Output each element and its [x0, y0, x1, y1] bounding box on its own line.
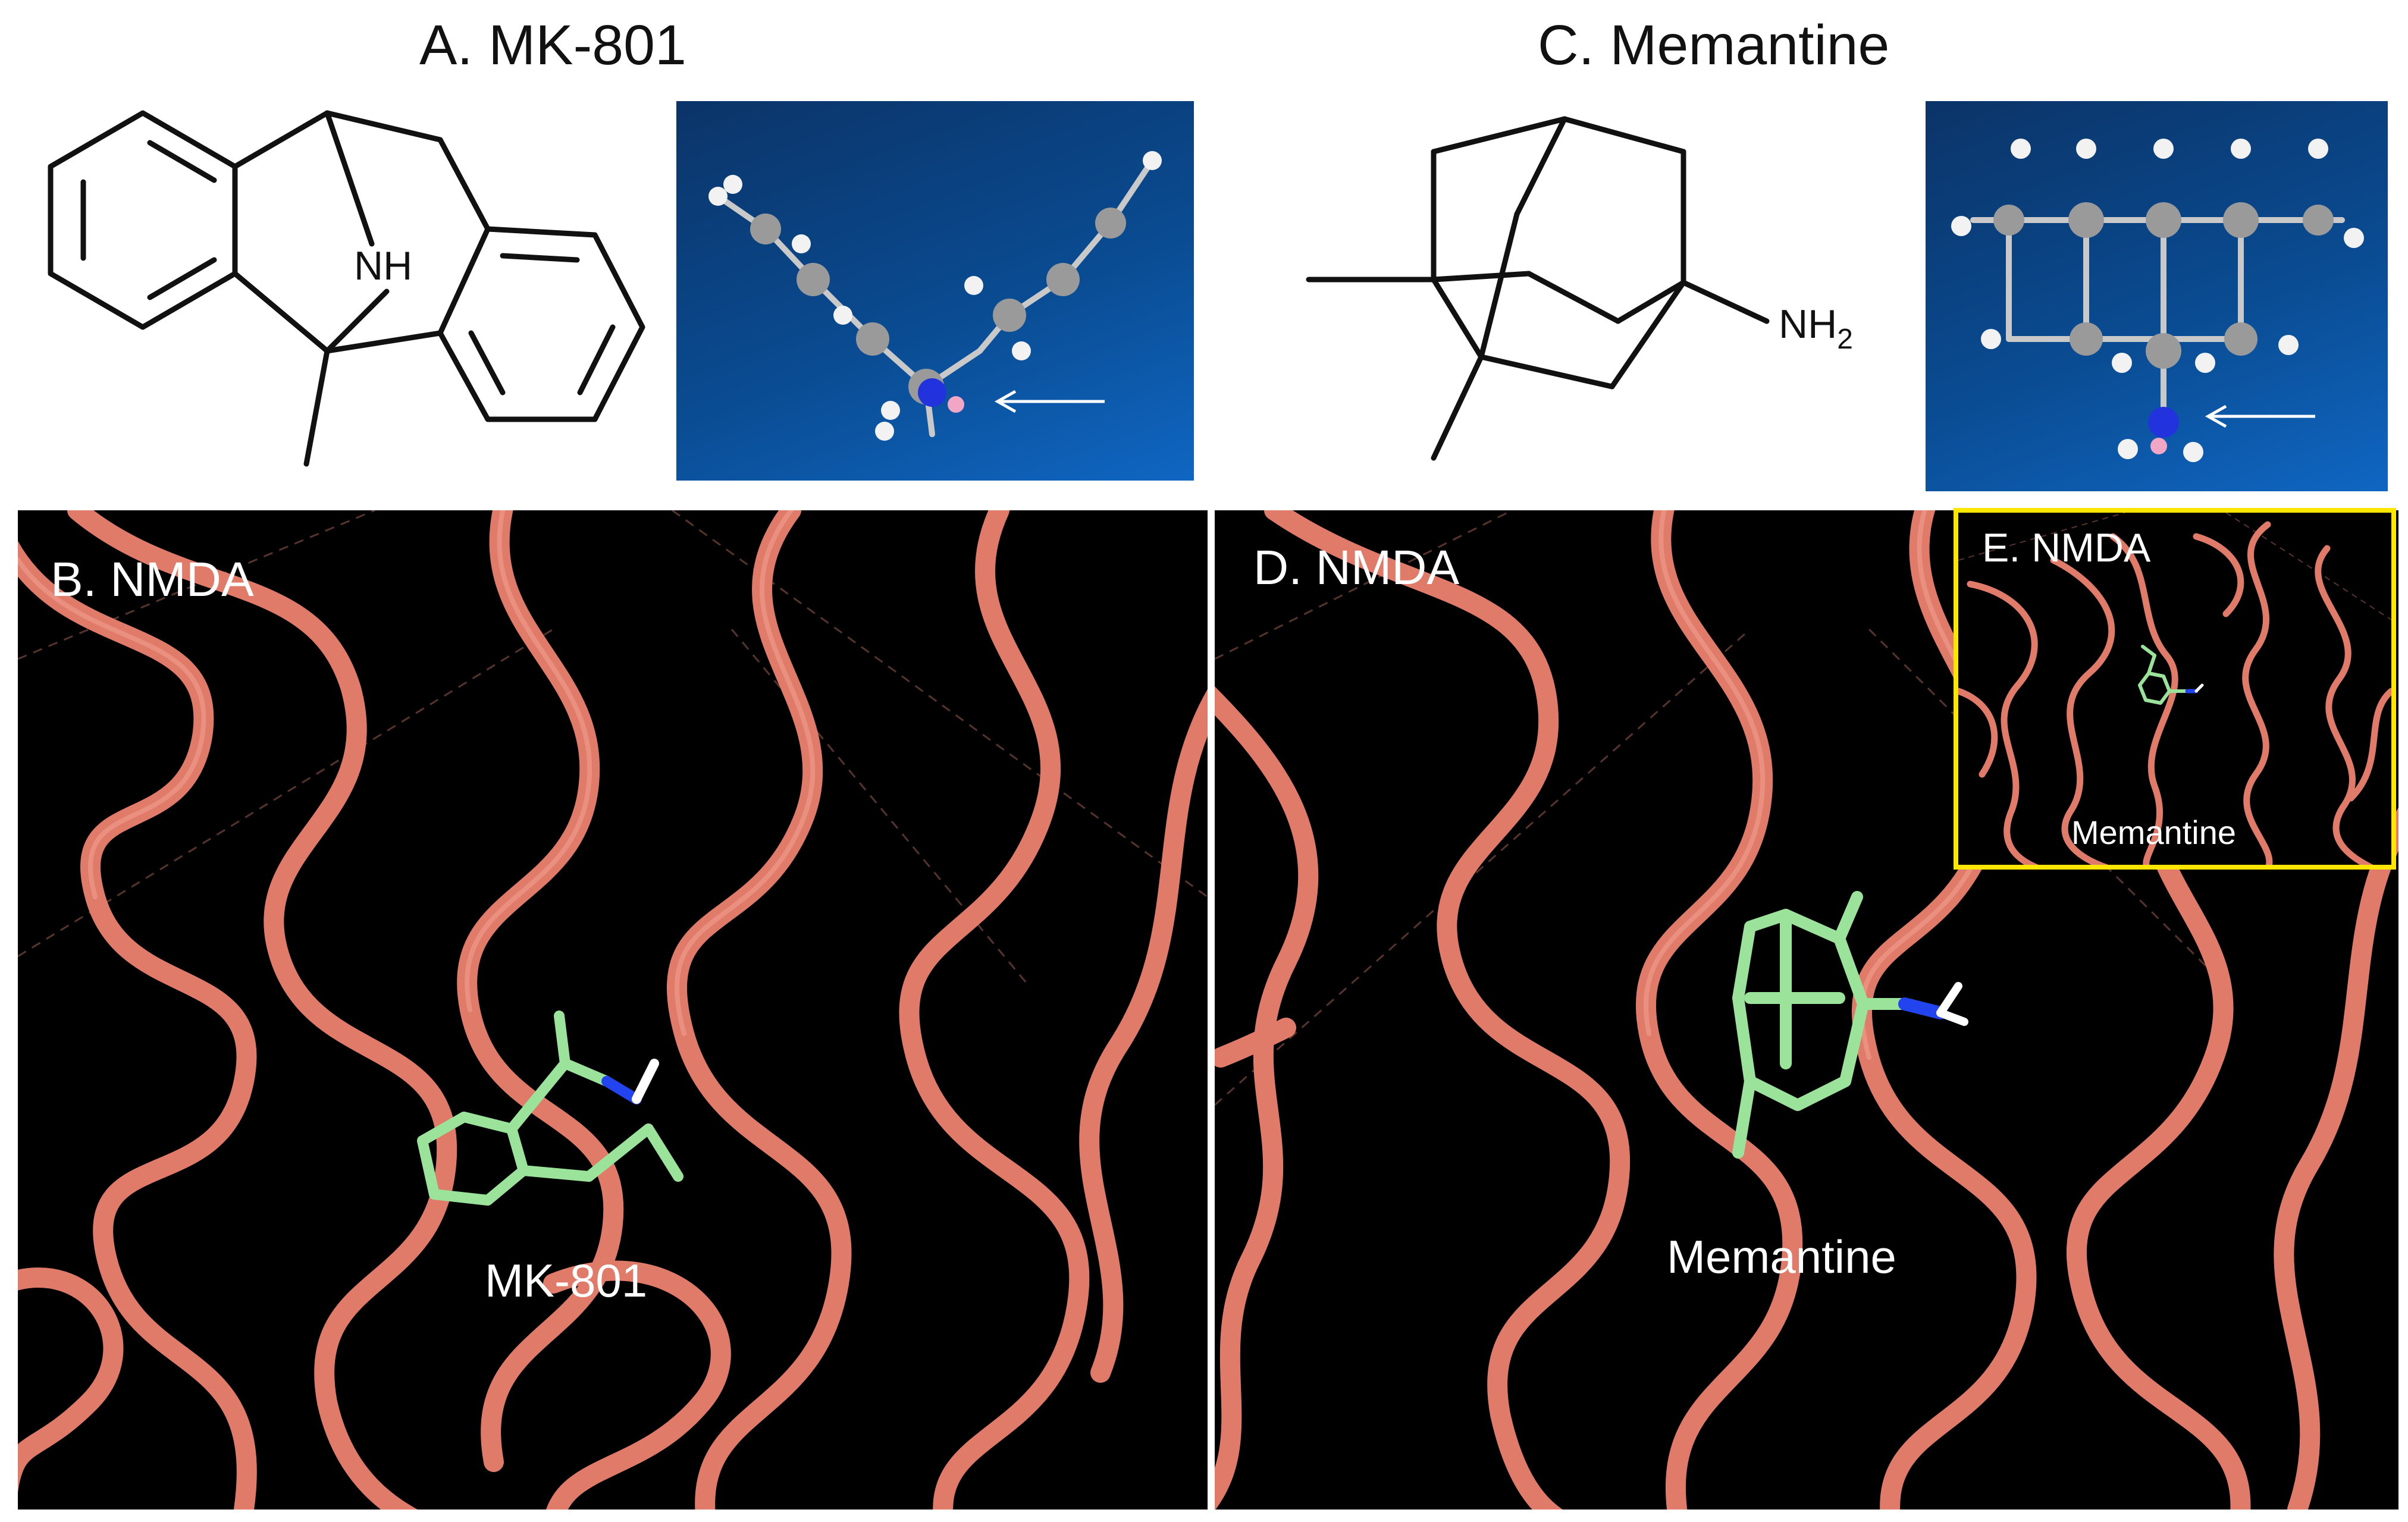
memantine-ligand: [1732, 891, 1911, 1159]
mk801-ball-stick: [708, 151, 1162, 441]
nh-label: NH: [354, 243, 412, 288]
mk801-ligand: [417, 1011, 683, 1206]
carbon-atom: [993, 299, 1026, 332]
memantine-ball-stick: [1951, 139, 2364, 462]
memantine-ligand-label: Memantine: [1667, 1231, 1896, 1283]
carbon-atom: [856, 322, 889, 356]
panel-b-protein-render: [18, 510, 1208, 1510]
carbon-atom: [750, 214, 781, 244]
panel-b-nmda-mk801: B. NMDA MK-801: [18, 510, 1208, 1510]
panel-b-label: B. NMDA: [51, 553, 254, 607]
memantine-ligand-small: [2138, 645, 2189, 705]
nitrogen-atom: [2148, 407, 2179, 438]
panel-c-title: C. Memantine: [1538, 14, 1890, 77]
mk801-3d-model: [676, 101, 1194, 481]
hydrogen-atom: [948, 396, 964, 413]
memantine-structure-drawing: NH2: [1306, 116, 1853, 461]
hydrogen-atom: [2150, 438, 2167, 454]
mk801-structure-drawing: NH: [48, 110, 645, 467]
panel-a-title: A. MK-801: [419, 14, 686, 77]
nh2-label: NH2: [1779, 302, 1853, 355]
nitrogen-atom: [918, 378, 946, 407]
carbon-atom: [1046, 263, 1080, 296]
memantine-structure: NH2: [1297, 101, 1904, 482]
mk801-ligand-label: MK-801: [485, 1254, 648, 1307]
mk801-structure: NH: [24, 95, 672, 488]
carbon-atom: [1095, 208, 1126, 239]
memantine-3d-model: [1926, 101, 2388, 491]
panel-e-ligand-label: Memantine: [2071, 814, 2237, 851]
panel-e-protein-render: [1958, 513, 2391, 865]
panel-d-label: D. NMDA: [1253, 541, 1460, 595]
panel-e-inset: E. NMDA Memantine: [1954, 508, 2396, 870]
panel-e-label: E. NMDA: [1982, 525, 2151, 570]
carbon-atom: [797, 263, 830, 296]
